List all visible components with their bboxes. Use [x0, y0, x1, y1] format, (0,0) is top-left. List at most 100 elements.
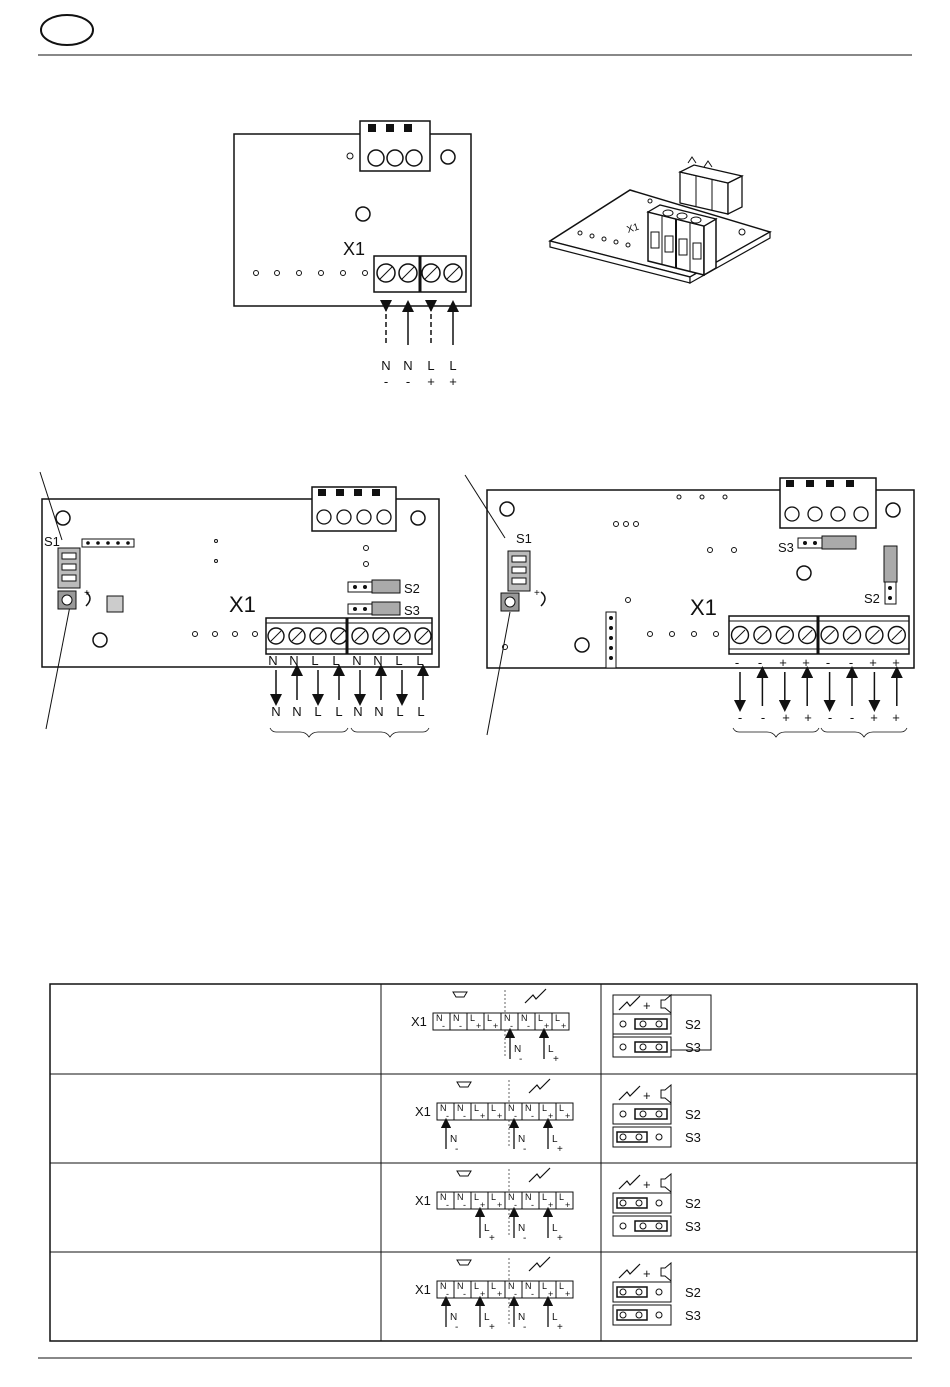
terminal-letter: N — [508, 1192, 515, 1202]
jumper-pin — [655, 1043, 663, 1051]
jumper-cap — [616, 1286, 648, 1298]
terminal-letter: N — [436, 1013, 443, 1023]
input-letter: N — [450, 1312, 457, 1323]
speaker-icon — [660, 1172, 672, 1194]
terminal-letter: L — [474, 1103, 479, 1113]
terminal-letter: L — [487, 1013, 492, 1023]
input-sign: + — [489, 1233, 495, 1244]
s2-jumper[interactable] — [347, 579, 401, 594]
s1-dip-switch[interactable] — [57, 547, 81, 589]
term-letter: N — [289, 653, 298, 668]
terminal-screw — [887, 625, 906, 645]
jumper-pin — [639, 1110, 647, 1118]
terminal-letter: L — [470, 1013, 475, 1023]
terminal-letter: N — [525, 1281, 532, 1291]
terminal-screw — [865, 625, 884, 645]
term-sign: + — [892, 655, 900, 670]
screw-slot — [417, 630, 429, 642]
s1-label: S1 — [44, 534, 60, 549]
jumper-cap — [634, 1018, 668, 1030]
wire-letter: N — [271, 704, 280, 719]
iso-x1-label: X1 — [626, 221, 641, 235]
terminal-letter: N — [440, 1103, 447, 1113]
speaker-icon — [456, 1259, 472, 1266]
figure-3-board: S1 + S3 S2 — [464, 474, 915, 738]
terminal-sign: + — [544, 1021, 549, 1031]
jumper-label: S2 — [685, 1017, 701, 1032]
terminal-screw — [730, 625, 750, 645]
jumper-pin — [635, 1311, 643, 1319]
terminal-letter: N — [457, 1192, 464, 1202]
terminal-letter: N — [457, 1281, 464, 1291]
figure-1-board: X1 N N L L - - + + — [233, 120, 472, 389]
line-input-icon — [618, 1174, 641, 1190]
terminal-cell — [555, 1191, 574, 1210]
s3-jumper[interactable] — [797, 535, 857, 550]
terminal-cell — [551, 1012, 570, 1031]
trim-potentiometer[interactable]: + — [57, 588, 91, 610]
via-row — [253, 270, 368, 276]
terminal-sign: + — [476, 1021, 481, 1031]
speaker-icon — [660, 1083, 672, 1105]
term-letter: N — [373, 653, 382, 668]
screw-slot — [333, 630, 345, 642]
jumper-pin — [619, 1133, 627, 1141]
term-sign: + — [449, 374, 457, 389]
x1-terminal-block — [728, 615, 910, 655]
terminal-letter: N — [440, 1192, 447, 1202]
line-input-icon — [528, 1167, 551, 1183]
iso-x1-terminal — [646, 204, 718, 277]
terminal-sign: + — [480, 1111, 485, 1121]
terminal-sign: + — [480, 1289, 485, 1299]
x1-label: X1 — [343, 239, 365, 259]
wire-sign: - — [738, 710, 742, 725]
wire-letter: L — [335, 704, 342, 719]
terminal-screw — [351, 627, 369, 645]
jumper-pin — [639, 1043, 647, 1051]
jumper-pin — [639, 1020, 647, 1028]
jumper-pin — [619, 1043, 627, 1051]
term-sign: + — [802, 655, 810, 670]
input-letter: N — [514, 1044, 521, 1055]
jumper-cap — [616, 1197, 648, 1209]
input-sign: - — [455, 1322, 458, 1333]
wire-letter: N — [374, 704, 383, 719]
input-sign: + — [557, 1322, 563, 1333]
terminal-sign: + — [493, 1021, 498, 1031]
terminal-letter: N — [508, 1281, 515, 1291]
x1-label: X1 — [415, 1193, 431, 1208]
x1-label: X1 — [690, 595, 717, 620]
input-letter: L — [484, 1223, 490, 1234]
trim-potentiometer[interactable]: + — [500, 588, 546, 612]
s3-jumper[interactable] — [347, 601, 401, 616]
screw-slot — [801, 629, 813, 641]
screw-slot — [312, 630, 324, 642]
input-letter: L — [548, 1044, 554, 1055]
jumper-pin — [619, 1288, 627, 1296]
term-sign: + — [427, 374, 435, 389]
terminal-letter: N — [440, 1281, 447, 1291]
wire-letter: N — [292, 704, 301, 719]
s3-label: S3 — [404, 603, 420, 618]
speaker-icon — [456, 1170, 472, 1177]
wire-sign: + — [892, 710, 900, 725]
jumper-label: S2 — [685, 1196, 701, 1211]
terminal-sign: - — [459, 1021, 462, 1031]
term-letter: L — [427, 358, 434, 373]
term-sign: - — [758, 655, 762, 670]
s2-jumper[interactable] — [883, 545, 898, 605]
terminal-sign: - — [514, 1111, 517, 1121]
terminal-screw — [842, 625, 862, 645]
terminal-sign: - — [446, 1200, 449, 1210]
input-sign: - — [523, 1144, 526, 1155]
screw-slot — [354, 630, 366, 642]
s2-label: S2 — [404, 581, 420, 596]
s1-dip-switch[interactable] — [507, 550, 531, 592]
term-letter: N — [381, 358, 390, 373]
x1-label: X1 — [415, 1104, 431, 1119]
terminal-letter: N — [508, 1103, 515, 1113]
term-letter: N — [352, 653, 361, 668]
terminal-sign: - — [514, 1200, 517, 1210]
